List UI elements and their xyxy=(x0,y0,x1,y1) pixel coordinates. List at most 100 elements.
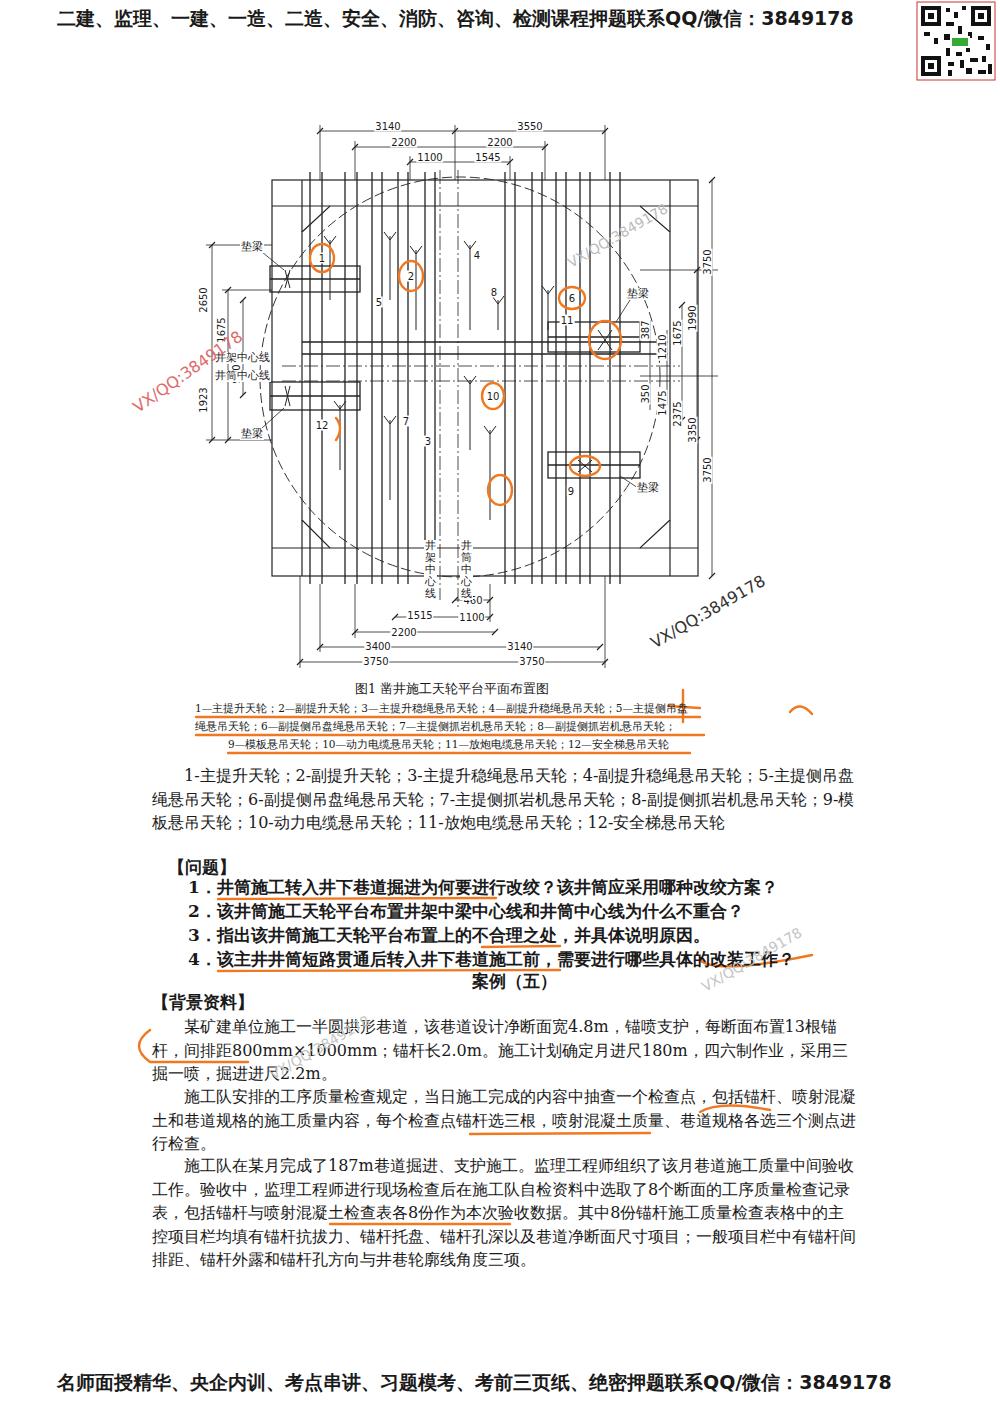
question: 4．该主井井筒短路贯通后转入井下巷道施工前，需要进行哪些具体的改装工作？ xyxy=(188,950,795,969)
qr-code xyxy=(988,64,992,74)
platform-beams xyxy=(589,172,590,584)
legend-paragraph: 1-主提升天轮；2-副提升天轮；3-主提升稳绳悬吊天轮；4-副提升稳绳悬吊天轮；… xyxy=(152,764,856,835)
platform-frame xyxy=(640,547,698,548)
qr-code xyxy=(966,48,970,52)
qr-code xyxy=(966,68,972,74)
qr-code xyxy=(946,8,950,12)
center-lines xyxy=(282,170,680,608)
dimension-text: 3750 xyxy=(702,248,713,275)
qr-code xyxy=(928,63,934,69)
dimension-lines xyxy=(712,180,713,576)
body-paragraph: 施工队安排的工序质量检查规定，当日施工完成的内容中抽查一个检查点，包括锚杆、喷射… xyxy=(152,1085,856,1156)
handwritten-marks xyxy=(482,946,560,947)
qr-code xyxy=(956,52,962,56)
callout-number: 7 xyxy=(402,416,410,427)
platform-beams xyxy=(270,382,360,410)
footer-banner: 名师面授精华、央企内训、考点串讲、习题模考、考前三页纸、绝密押题联系QQ/微信：… xyxy=(57,1372,892,1393)
platform-frame xyxy=(272,180,698,576)
sheave-symbols xyxy=(384,232,396,300)
sheave-symbols xyxy=(464,376,476,450)
sheave-symbols xyxy=(384,416,396,500)
figure-caption: 图1 凿井施工天轮平台平面布置图 xyxy=(355,682,549,696)
handwritten-marks xyxy=(330,1223,510,1225)
dimension-lines xyxy=(206,125,718,668)
dimension-lines xyxy=(300,662,605,663)
callout-number: 4 xyxy=(473,250,481,261)
qr-code xyxy=(944,34,950,40)
part-label: 垫梁 xyxy=(240,428,264,440)
callout-number: 9 xyxy=(567,486,575,497)
callout-number: 6 xyxy=(568,293,576,304)
question: 3．指出该井筒施工天轮平台布置上的不合理之处，并具体说明原因。 xyxy=(188,926,710,945)
platform-beams xyxy=(504,172,505,584)
handwritten-marks xyxy=(196,734,704,736)
sheave-symbols xyxy=(285,232,612,520)
qr-code xyxy=(978,36,984,40)
platform-beams xyxy=(397,172,398,584)
dimension-lines xyxy=(300,576,301,668)
section-heading: 【背景资料】 xyxy=(152,993,254,1012)
case-heading: 案例（五） xyxy=(472,972,557,991)
center-line-label: 井架中心线 xyxy=(424,540,437,600)
qr-code xyxy=(921,56,941,76)
qr-code xyxy=(928,13,934,19)
dimension-text: 1100 xyxy=(416,152,443,163)
dimension-lines xyxy=(262,408,284,428)
handwritten-marks xyxy=(589,321,621,359)
platform-beams xyxy=(565,172,566,584)
dimension-lines xyxy=(355,147,545,148)
watermark: VX/QQ:3849178 xyxy=(565,201,671,271)
callout-number: 11 xyxy=(560,315,575,326)
dimension-lines xyxy=(355,632,495,633)
handwritten-marks xyxy=(570,456,600,476)
sheave-symbols xyxy=(334,401,346,470)
qr-code xyxy=(971,6,991,26)
handwritten-marks xyxy=(790,706,812,714)
watermark: VX/QQ:3849178 xyxy=(648,572,769,652)
platform-frame xyxy=(640,205,698,206)
callout-number: 12 xyxy=(315,420,330,431)
sheave-symbols xyxy=(285,270,290,288)
platform-beams xyxy=(302,341,668,342)
dimension-text: 3750 xyxy=(362,656,389,667)
callout-number: 1 xyxy=(318,253,326,264)
dimension-lines xyxy=(410,156,411,180)
header-banner: 二建、监理、一建、一造、二造、安全、消防、咨询、检测课程押题联系QQ/微信：38… xyxy=(57,8,854,29)
center-lines xyxy=(282,381,680,382)
dimension-ticks xyxy=(317,128,608,165)
qr-code xyxy=(978,13,984,19)
sheave-symbols xyxy=(578,460,592,472)
body-paragraph: 施工队在某月完成了187m巷道掘进、支护施工。监理工程师组织了该月巷道施工质量中… xyxy=(152,1154,856,1272)
handwritten-marks xyxy=(196,716,700,718)
platform-beams xyxy=(309,172,310,584)
part-label: 垫梁 xyxy=(626,288,650,300)
section-heading: 【问题】 xyxy=(168,858,236,877)
callout-number: 8 xyxy=(490,287,498,298)
qr-code xyxy=(921,6,941,26)
platform-frame xyxy=(272,205,330,206)
qr-code xyxy=(948,62,954,66)
legend-line: 1—主提升天轮；2—副提升天轮；3—主提升稳绳悬吊天轮；4—副提升稳绳悬吊天轮；… xyxy=(195,703,688,715)
center-lines xyxy=(440,170,441,600)
platform-beams xyxy=(356,172,357,584)
qr-code xyxy=(978,70,986,74)
dimension-text: 1675 xyxy=(672,319,683,346)
dimension-lines xyxy=(320,131,605,132)
dimension-text: 2650 xyxy=(198,286,209,313)
platform-beams xyxy=(321,172,322,584)
qr-code xyxy=(925,60,937,72)
platform-beams xyxy=(381,172,382,584)
body-paragraph: 某矿建单位施工一半圆拱形巷道，该巷道设计净断面宽4.8m，锚喷支护，每断面布置1… xyxy=(152,1015,856,1086)
question: 1．井筒施工转入井下巷道掘进为何要进行改绞？该井筒应采用哪种改绞方案？ xyxy=(188,878,778,897)
dimension-text: 2200 xyxy=(390,137,417,148)
qr-code xyxy=(925,10,937,22)
dimension-text: 1923 xyxy=(198,386,209,413)
qr-code xyxy=(975,10,987,22)
callout-number: 2 xyxy=(407,271,415,282)
platform-beams xyxy=(548,452,640,478)
dimension-text: 3750 xyxy=(702,456,713,483)
question: 2．该井筒施工天轮平台布置井架中梁中心线和井筒中心线为什么不重合？ xyxy=(188,902,744,921)
dimension-text: 350 xyxy=(640,383,651,404)
qr-code xyxy=(962,6,966,10)
dimension-lines xyxy=(510,156,511,180)
